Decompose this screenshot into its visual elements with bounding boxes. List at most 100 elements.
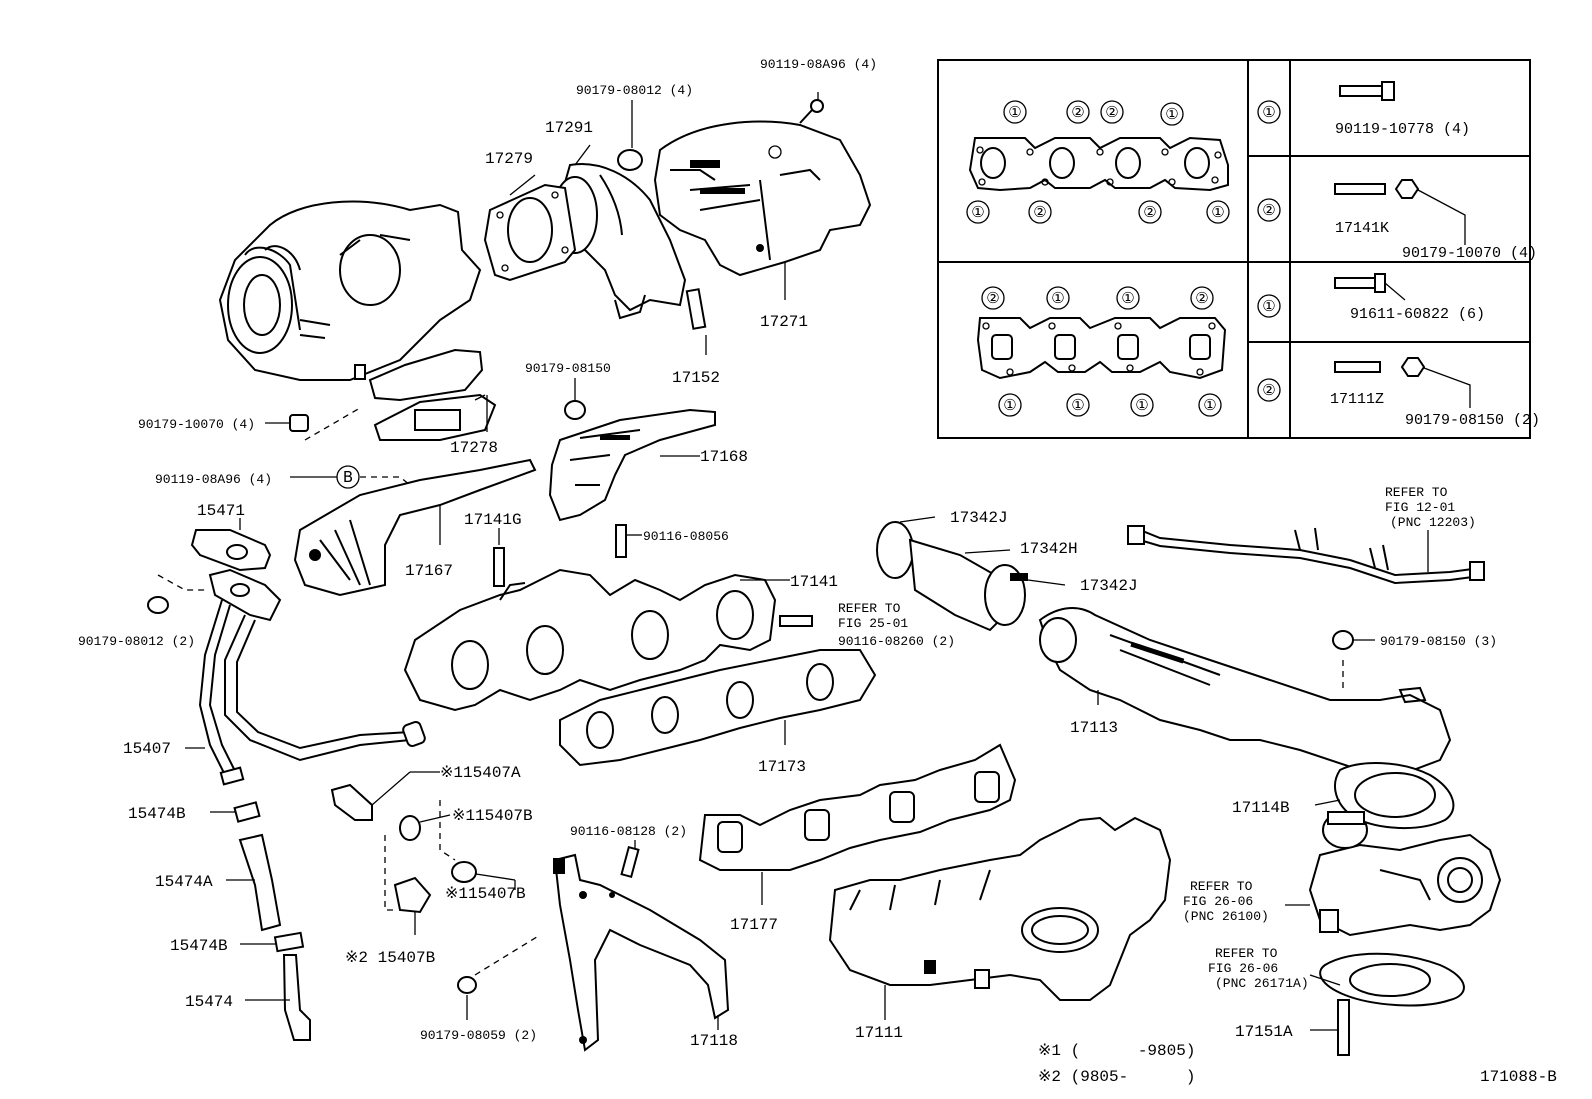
label-refer-fig25-line1: REFER TO: [838, 601, 901, 616]
label-refer-fig12-line1: REFER TO: [1385, 485, 1448, 500]
stud-17152: [685, 288, 707, 355]
label-refer-fig26b-line1: REFER TO: [1215, 946, 1278, 961]
gasket-pnc-26171A: [1309, 952, 1465, 1007]
egr-valve-pnc-26100: [1285, 811, 1502, 937]
circle-num: ①: [1165, 105, 1178, 123]
gasket-intake-shape: [976, 317, 1227, 380]
oil-pipe-15407: [185, 568, 426, 786]
washer-115407B-1: [399, 814, 451, 841]
circle-num: ②: [986, 289, 999, 307]
stud-90116-08056: [615, 524, 642, 558]
label-15474B-1: 15474B: [128, 805, 186, 823]
union-bolt-115407A: [330, 771, 440, 821]
bolt-90119-08A96-left: B: [290, 465, 411, 489]
b-marker: B: [343, 468, 353, 486]
label-90179-08012-top: 90179-08012 (4): [576, 83, 693, 98]
gasket-intake-circles: ② ① ① ② ① ① ① ①: [981, 286, 1222, 417]
legend-row2-circle: ②: [1262, 201, 1275, 219]
intake-pipe-17113: [1038, 607, 1452, 777]
intake-manifold-17111: [828, 816, 1172, 1020]
hose-clamp-15474B-bottom: [240, 931, 305, 953]
label-refer-fig12-line3: (PNC 12203): [1390, 515, 1476, 530]
nut-90179-10070: [265, 407, 361, 441]
label-15474: 15474: [185, 993, 233, 1011]
label-refer-fig26a-line3: (PNC 26100): [1183, 909, 1269, 924]
label-17151A: 17151A: [1235, 1023, 1293, 1041]
label-90116-08056: 90116-08056: [643, 529, 729, 544]
dash-connector: [439, 800, 456, 861]
heat-insulator-17168: [548, 408, 716, 522]
label-refer-fig26a-line2: FIG 26-06: [1183, 894, 1253, 909]
label-17177: 17177: [730, 916, 778, 934]
part-17111Z: 17111Z: [1330, 391, 1384, 408]
label-90116-08128: 90116-08128 (2): [570, 824, 687, 839]
bracket-17118: [553, 853, 730, 1052]
label-15471: 15471: [197, 502, 245, 520]
circle-num: ②: [1195, 289, 1208, 307]
label-17291: 17291: [545, 119, 593, 137]
stud-90116-08260: [779, 615, 813, 627]
circle-num: ②: [1143, 203, 1156, 221]
label-90179-08150: 90179-08150: [525, 361, 611, 376]
part-90119-10778: 90119-10778 (4): [1335, 121, 1470, 138]
label-17167: 17167: [405, 562, 453, 580]
legend-row3-circle: ①: [1262, 297, 1275, 315]
pipe-15474: [245, 954, 311, 1041]
label-x115407B-1: ※115407B: [452, 807, 533, 825]
dash-connector: [384, 835, 395, 911]
nut-90179-08150: [564, 378, 586, 420]
nut-90179-08012: [617, 100, 643, 171]
stud-17151A: [1310, 999, 1350, 1056]
part-90179-10070: 90179-10070 (4): [1402, 245, 1537, 262]
legend-box: ① ② ② ① ① ② ② ① ② ① ① ② ① ①: [937, 59, 1540, 439]
gasket-17279: [483, 183, 577, 282]
label-90179-08150-3: 90179-08150 (3): [1380, 634, 1497, 649]
legend-row1-circle: ①: [1262, 103, 1275, 121]
gasket-exhaust-shape: [968, 136, 1229, 192]
label-refer-fig26b-line2: FIG 26-06: [1208, 961, 1278, 976]
circle-num: ①: [1051, 289, 1064, 307]
nut-90179-08012-left: [147, 574, 205, 614]
nut-90179-08150-3: [1332, 630, 1375, 690]
circle-num: ①: [1003, 396, 1016, 414]
part-17141K: 17141K: [1335, 220, 1389, 237]
label-90119-08A96-top: 90119-08A96 (4): [760, 57, 877, 72]
label-17152: 17152: [672, 369, 720, 387]
heat-shield-17271: [653, 120, 872, 277]
label-17114B: 17114B: [1232, 799, 1290, 817]
label-refer-fig26a-line1: REFER TO: [1190, 879, 1253, 894]
stud-icon: [1334, 183, 1386, 195]
hose-clamp-15474B-top: [210, 801, 261, 823]
circle-num: ①: [1211, 203, 1224, 221]
hose-15474A: [226, 833, 282, 932]
label-17111: 17111: [855, 1024, 903, 1042]
circle-num: ②: [1071, 103, 1084, 121]
label-x115407B-2: ※115407B: [445, 885, 526, 903]
leader-lines: [439, 144, 790, 581]
label-90116-08260: 90116-08260 (2): [838, 634, 955, 649]
label-17342J-2: 17342J: [1080, 577, 1138, 595]
label-17271: 17271: [760, 313, 808, 331]
gasket-15471: [190, 518, 272, 572]
circle-num: ①: [1203, 396, 1216, 414]
label-refer-fig12-line2: FIG 12-01: [1385, 500, 1455, 515]
label-x115407A: ※115407A: [440, 764, 521, 782]
union-15407B: [393, 876, 432, 935]
label-17118: 17118: [690, 1032, 738, 1050]
circle-num: ①: [1121, 289, 1134, 307]
label-17342H: 17342H: [1020, 540, 1078, 558]
label-refer-fig25-line2: FIG 25-01: [838, 616, 908, 631]
nut-icon: [1400, 357, 1471, 408]
circle-num: ②: [1033, 203, 1046, 221]
circle-num: ②: [1105, 103, 1118, 121]
circle-num: ①: [1135, 396, 1148, 414]
gasket-17173: [559, 649, 877, 767]
gasket-17278: [373, 393, 497, 441]
label-90179-08059: 90179-08059 (2): [420, 1028, 537, 1043]
label-90179-08012-left: 90179-08012 (2): [78, 634, 195, 649]
label-17113: 17113: [1070, 719, 1118, 737]
clamp-17342J-bottom: [984, 564, 1066, 626]
pipe-pnc-12203: [1127, 525, 1485, 585]
label-90119-08A96-left: 90119-08A96 (4): [155, 472, 272, 487]
